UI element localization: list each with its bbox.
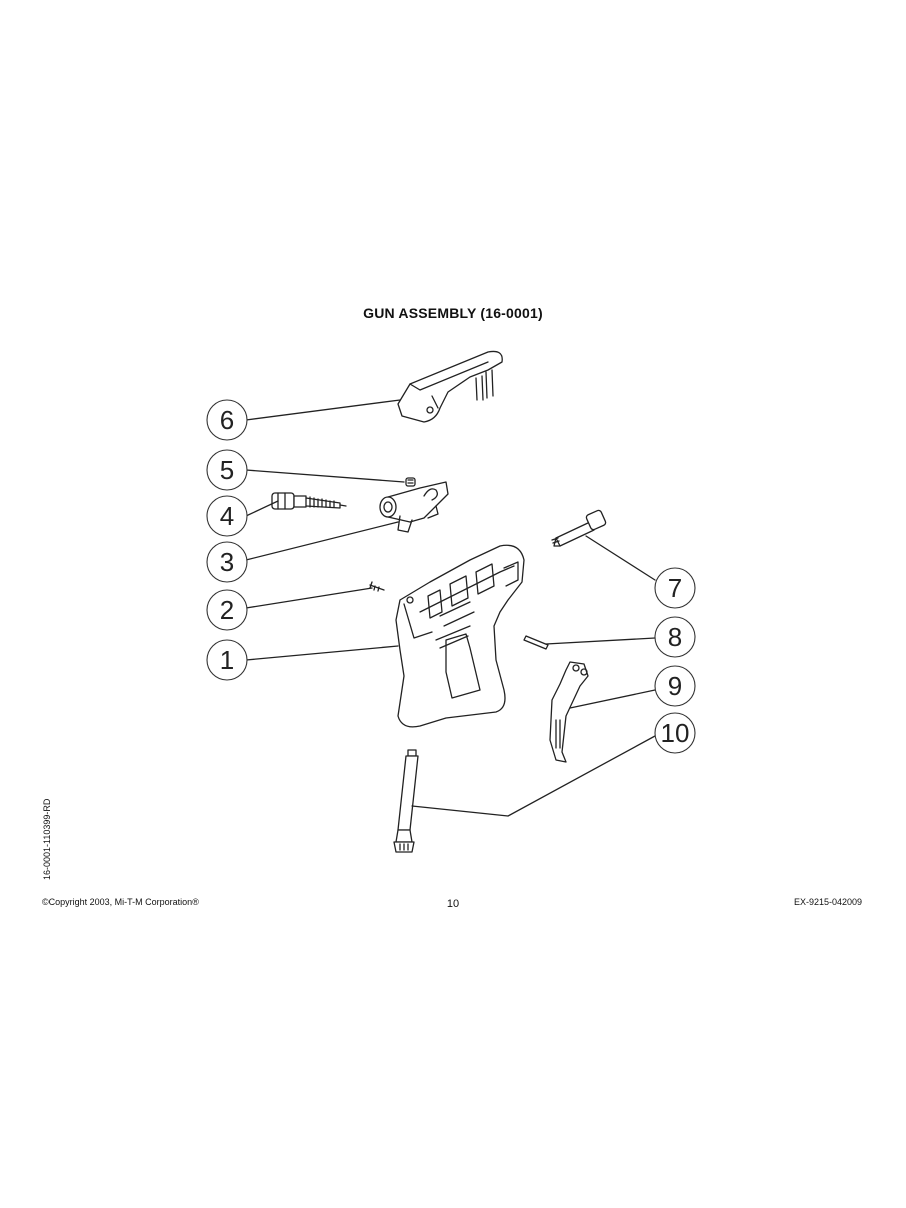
callout-label-1: 1 bbox=[220, 645, 234, 675]
callout-label-3: 3 bbox=[220, 547, 234, 577]
callout-label-9: 9 bbox=[668, 671, 682, 701]
callout-8 bbox=[654, 616, 696, 658]
callout-1 bbox=[206, 639, 248, 681]
part-6-trigger-guard bbox=[397, 350, 503, 423]
callout-2 bbox=[206, 589, 248, 631]
part-3-valve-body bbox=[379, 481, 449, 533]
callout-label-10: 10 bbox=[661, 718, 690, 748]
page-number: 10 bbox=[446, 898, 460, 910]
callout-3 bbox=[206, 541, 248, 583]
callout-label-7: 7 bbox=[668, 573, 682, 603]
part-5-set-screw bbox=[405, 477, 416, 487]
part-9-trigger bbox=[549, 661, 589, 763]
callout-label-2: 2 bbox=[220, 595, 234, 625]
page-title: GUN ASSEMBLY (16-0001) bbox=[363, 305, 543, 321]
part-7-inlet-fitting bbox=[551, 509, 607, 547]
part-1-gun-body bbox=[395, 544, 525, 728]
callout-10 bbox=[654, 712, 696, 754]
callout-7 bbox=[654, 567, 696, 609]
document-code: EX-9215-042009 bbox=[793, 897, 862, 907]
part-10-inlet-tube bbox=[393, 749, 419, 853]
leader-lines bbox=[245, 399, 656, 817]
side-document-code: 16-0001-110399-RD bbox=[42, 798, 52, 880]
callout-label-4: 4 bbox=[220, 501, 234, 531]
part-8-pin bbox=[523, 635, 549, 650]
callout-4 bbox=[206, 495, 248, 537]
part-4-valve-stem bbox=[271, 492, 347, 510]
callout-5 bbox=[206, 449, 248, 491]
callout-6 bbox=[206, 399, 248, 441]
callout-label-8: 8 bbox=[668, 622, 682, 652]
part-2-screw bbox=[369, 581, 385, 592]
copyright-notice: ©Copyright 2003, Mi-T-M Corporation® bbox=[42, 897, 199, 907]
callout-label-6: 6 bbox=[220, 405, 234, 435]
callout-9 bbox=[654, 665, 696, 707]
callout-label-5: 5 bbox=[220, 455, 234, 485]
